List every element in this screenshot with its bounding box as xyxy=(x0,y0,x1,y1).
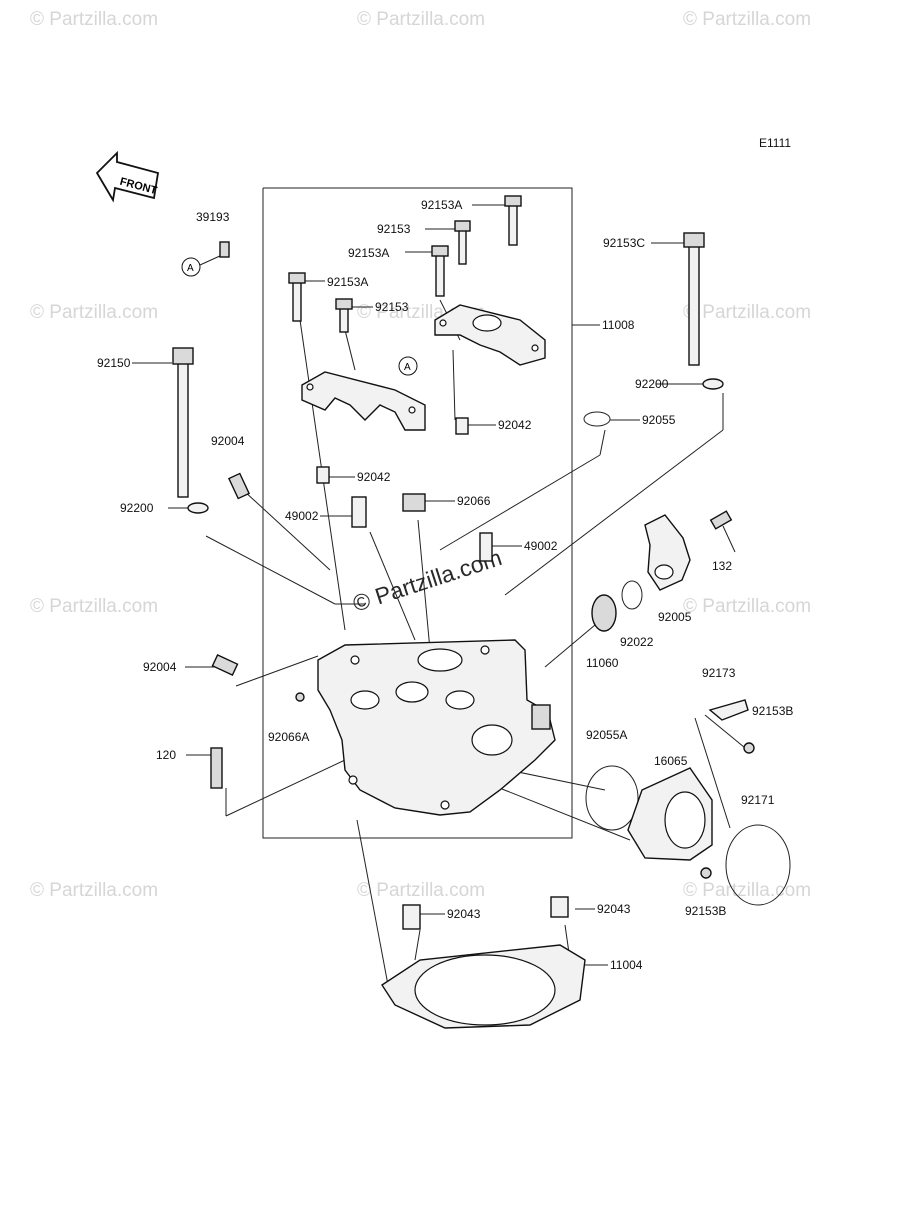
part-number-label: 11004 xyxy=(610,958,643,972)
thermostat-cover-92005 xyxy=(644,514,691,591)
part-number-label: 92055 xyxy=(642,413,676,427)
part-number-label: 49002 xyxy=(285,509,319,523)
dowel-92043-left xyxy=(402,904,421,930)
ref-marker-a-left: A xyxy=(181,257,201,277)
bolt-92153B-lower xyxy=(700,867,712,879)
ref-marker-label: A xyxy=(187,263,194,274)
watermark-text: © Partzilla.com xyxy=(30,880,158,901)
cylinder-head xyxy=(317,639,556,816)
part-number-label: 92004 xyxy=(143,660,177,674)
bolt-92150 xyxy=(172,347,194,498)
stud-92004-upper xyxy=(227,472,251,500)
part-number-label: 92022 xyxy=(620,635,654,649)
bolt-39193 xyxy=(219,241,230,258)
head-gasket-11004 xyxy=(381,944,586,1029)
part-number-label: 92005 xyxy=(658,610,692,624)
bolt-92153-b xyxy=(335,298,353,333)
watermark-text: © Partzilla.com xyxy=(30,9,158,30)
throttle-holder-16065 xyxy=(627,767,713,861)
bolt-92153A-a xyxy=(504,195,522,246)
plug-92066 xyxy=(402,493,426,512)
part-number-label: 92153A xyxy=(327,275,368,289)
part-number-label: 92042 xyxy=(357,470,391,484)
part-number-label: 92042 xyxy=(498,418,532,432)
bolt-132 xyxy=(709,510,733,530)
part-number-label: 132 xyxy=(712,559,732,573)
part-number-label: 92153 xyxy=(375,300,409,314)
dowel-92042-b xyxy=(316,466,330,484)
part-number-label: 92043 xyxy=(597,902,631,916)
part-number-label: 92066 xyxy=(457,494,491,508)
front-arrow-icon: FRONT xyxy=(95,150,160,203)
part-number-label: 92153A xyxy=(421,198,462,212)
watermark-text: © Partzilla.com xyxy=(683,880,811,901)
watermark-text: © Partzilla.com xyxy=(30,596,158,617)
o-ring-92022 xyxy=(621,580,643,610)
part-number-label: 92150 xyxy=(97,356,131,370)
watermark-text: © Partzilla.com xyxy=(683,302,811,323)
watermark-text: © Partzilla.com xyxy=(357,880,485,901)
watermark-text: © Partzilla.com xyxy=(30,302,158,323)
part-number-label: 92066A xyxy=(268,730,309,744)
clamp-band-92171 xyxy=(725,824,791,906)
ref-marker-label: A xyxy=(404,362,411,373)
part-number-label: 92043 xyxy=(447,907,481,921)
washer-92200-right xyxy=(702,378,724,390)
dowel-92042-a xyxy=(455,417,469,435)
part-number-label: 92153C xyxy=(603,236,645,250)
part-number-label: 92153 xyxy=(377,222,411,236)
bolt-92153C xyxy=(683,232,705,366)
part-number-label: 39193 xyxy=(196,210,230,224)
camshaft-cap-assembly-frame xyxy=(262,187,573,839)
part-number-label: 16065 xyxy=(654,754,688,768)
bolt-92153B-upper xyxy=(743,742,755,754)
part-number-label: 120 xyxy=(156,748,176,762)
part-labels: 39193 92153A 92153 92153A 92153A 92153 9… xyxy=(97,198,793,972)
camshaft-cap-left xyxy=(301,371,426,431)
part-number-label: 92173 xyxy=(702,666,736,680)
diagram-code: E1111 xyxy=(759,136,791,150)
dowel-92043-right xyxy=(550,896,569,918)
o-ring-92055 xyxy=(583,411,611,427)
watermark-text: © Partzilla.com xyxy=(683,596,811,617)
o-ring-92055A xyxy=(585,765,639,831)
part-number-label: 92200 xyxy=(635,377,669,391)
part-number-label: 92055A xyxy=(586,728,627,742)
part-number-label: 92153A xyxy=(348,246,389,260)
bolt-92153A-c xyxy=(288,272,306,322)
part-number-label: 49002 xyxy=(524,539,558,553)
part-number-label: 92171 xyxy=(741,793,775,807)
bolt-92153-a xyxy=(454,220,471,265)
part-number-label: 92200 xyxy=(120,501,154,515)
camshaft-cap-right xyxy=(434,304,546,366)
part-number-label: 92004 xyxy=(211,434,245,448)
part-number-label: 92153B xyxy=(752,704,793,718)
watermark-text: © Partzilla.com xyxy=(357,9,485,30)
part-number-label: 11060 xyxy=(586,656,619,670)
plug-92066A xyxy=(295,692,305,702)
part-number-label: 92153B xyxy=(685,904,726,918)
stud-92004-lower xyxy=(211,653,239,677)
seal-11060 xyxy=(591,594,617,632)
watermark-text: © Partzilla.com xyxy=(683,9,811,30)
clamp-92173 xyxy=(708,699,749,721)
oil-jet-49002-right xyxy=(479,532,493,562)
oil-jet-49002-left xyxy=(351,496,367,528)
ref-marker-a-upper: A xyxy=(398,356,418,376)
washer-92200-left xyxy=(187,502,209,514)
bolt-120 xyxy=(210,747,223,789)
part-number-label: 11008 xyxy=(602,318,635,332)
bolt-92153A-b xyxy=(431,245,449,297)
